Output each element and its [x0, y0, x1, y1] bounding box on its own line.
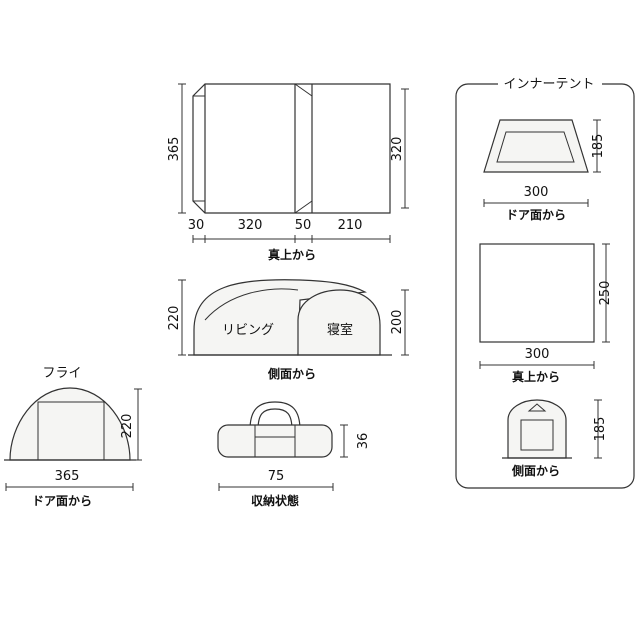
inner-door-height: 185 — [591, 134, 606, 159]
storage-caption: 収納状態 — [251, 493, 299, 508]
side-view-height-left: 220 — [167, 306, 182, 331]
fly-outline — [9, 387, 131, 461]
top-view-caption: 真上から — [268, 247, 316, 262]
storage-view: 36 75 収納状態 — [217, 401, 371, 508]
top-view-height-right: 320 — [390, 137, 405, 162]
fly-width: 365 — [55, 469, 80, 484]
inner-top-outline — [479, 243, 595, 343]
fly-title: フライ — [42, 366, 81, 381]
fly-height: 220 — [120, 414, 135, 439]
inner-side-caption: 側面から — [511, 463, 560, 478]
top-view-height-left: 365 — [167, 137, 182, 162]
side-view-living-outline — [193, 279, 367, 356]
inner-side-height: 185 — [593, 417, 608, 442]
top-view-outline — [192, 83, 391, 214]
inner-door-width: 300 — [524, 185, 549, 200]
inner-tent-panel: インナーテント 185 300 ドア面から 250 300 真上から 185 側 — [455, 74, 635, 489]
side-view: 220 200 リビング 寝室 側面から — [167, 279, 409, 381]
top-view: 365 320 30 320 50 210 真上から — [167, 83, 409, 262]
inner-tent-title: インナーテント — [503, 77, 594, 92]
side-view-caption: 側面から — [267, 366, 316, 381]
side-view-bedroom-outline — [297, 289, 381, 356]
inner-door-outline — [483, 119, 589, 173]
inner-side-outline — [507, 399, 567, 459]
inner-top-width: 300 — [525, 347, 550, 362]
storage-height: 36 — [356, 433, 371, 450]
storage-bag-handle — [249, 401, 301, 431]
fly-view: フライ 220 365 ドア面から — [4, 366, 142, 508]
top-view-width-1: 30 — [188, 218, 205, 233]
top-view-width-3: 50 — [295, 218, 312, 233]
inner-top-height: 250 — [598, 281, 613, 306]
inner-top-caption: 真上から — [512, 369, 560, 384]
top-view-width-2: 320 — [238, 218, 263, 233]
side-view-bedroom-label: 寝室 — [327, 322, 353, 338]
top-view-width-4: 210 — [338, 218, 363, 233]
side-view-height-right: 200 — [390, 310, 405, 335]
fly-caption: ドア面から — [32, 494, 92, 508]
storage-width: 75 — [268, 469, 285, 484]
storage-bag-outline — [217, 424, 333, 458]
inner-door-caption: ドア面から — [506, 208, 566, 222]
side-view-living-label: リビング — [222, 323, 274, 338]
